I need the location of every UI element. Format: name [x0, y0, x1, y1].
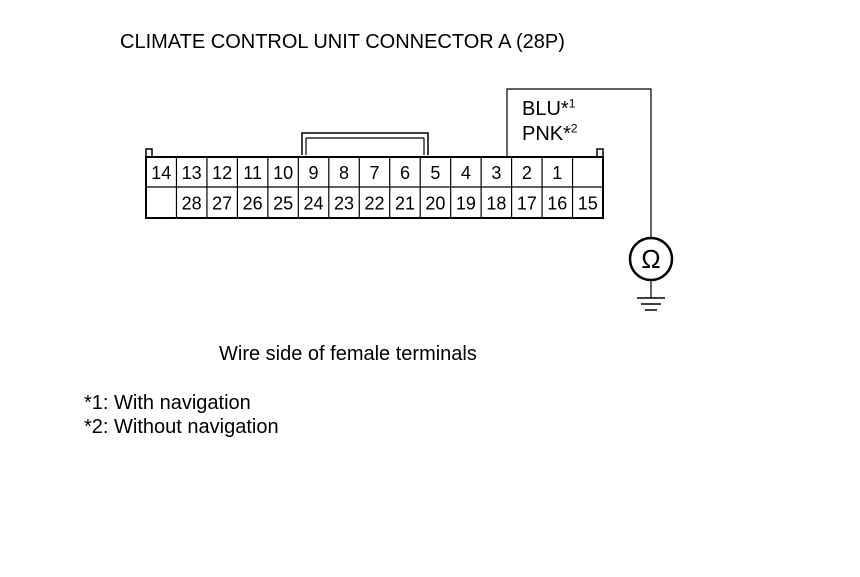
terminal-bottom-26: 26: [243, 194, 263, 214]
terminal-top-8: 8: [339, 163, 349, 183]
terminal-top-11: 11: [243, 163, 262, 183]
terminal-bottom-15: 15: [578, 194, 598, 214]
footnote-1: *1: With navigation: [84, 392, 251, 414]
terminal-bottom-27: 27: [212, 194, 232, 214]
terminal-top-3: 3: [491, 163, 501, 183]
ground-icon: [637, 297, 665, 311]
test-lead-wire: [506, 88, 652, 238]
terminal-bottom-28: 28: [182, 194, 202, 214]
terminal-top-5: 5: [430, 163, 440, 183]
terminal-bottom-22: 22: [364, 194, 384, 214]
terminal-bottom-16: 16: [547, 194, 567, 214]
terminal-top-14: 14: [151, 163, 171, 183]
terminal-top-7: 7: [369, 163, 379, 183]
connector-latch: [301, 132, 429, 155]
terminal-bottom-18: 18: [486, 194, 506, 214]
terminal-top-12: 12: [212, 163, 232, 183]
terminal-top-6: 6: [400, 163, 410, 183]
terminal-top-1: 1: [552, 163, 562, 183]
terminal-bottom-17: 17: [517, 194, 537, 214]
wire-color-label-1: BLU*1: [522, 96, 576, 120]
wire-color-label-2: PNK*2: [522, 121, 578, 145]
terminal-bottom-24: 24: [304, 194, 324, 214]
terminal-top-13: 13: [182, 163, 202, 183]
terminal-bottom-20: 20: [425, 194, 445, 214]
diagram-title: CLIMATE CONTROL UNIT CONNECTOR A (28P): [120, 31, 565, 53]
terminal-bottom-23: 23: [334, 194, 354, 214]
ohm-symbol: Ω: [641, 244, 660, 274]
footnote-2: *2: Without navigation: [84, 416, 279, 438]
connector-right-notch: [596, 148, 604, 157]
terminal-top-10: 10: [273, 163, 293, 183]
connector-left-notch: [145, 148, 153, 157]
view-caption: Wire side of female terminals: [219, 343, 477, 365]
terminal-top-9: 9: [309, 163, 319, 183]
terminal-bottom-19: 19: [456, 194, 476, 214]
terminal-top-2: 2: [522, 163, 532, 183]
terminal-top-4: 4: [461, 163, 471, 183]
terminal-bottom-25: 25: [273, 194, 293, 214]
terminal-bottom-21: 21: [395, 194, 415, 214]
